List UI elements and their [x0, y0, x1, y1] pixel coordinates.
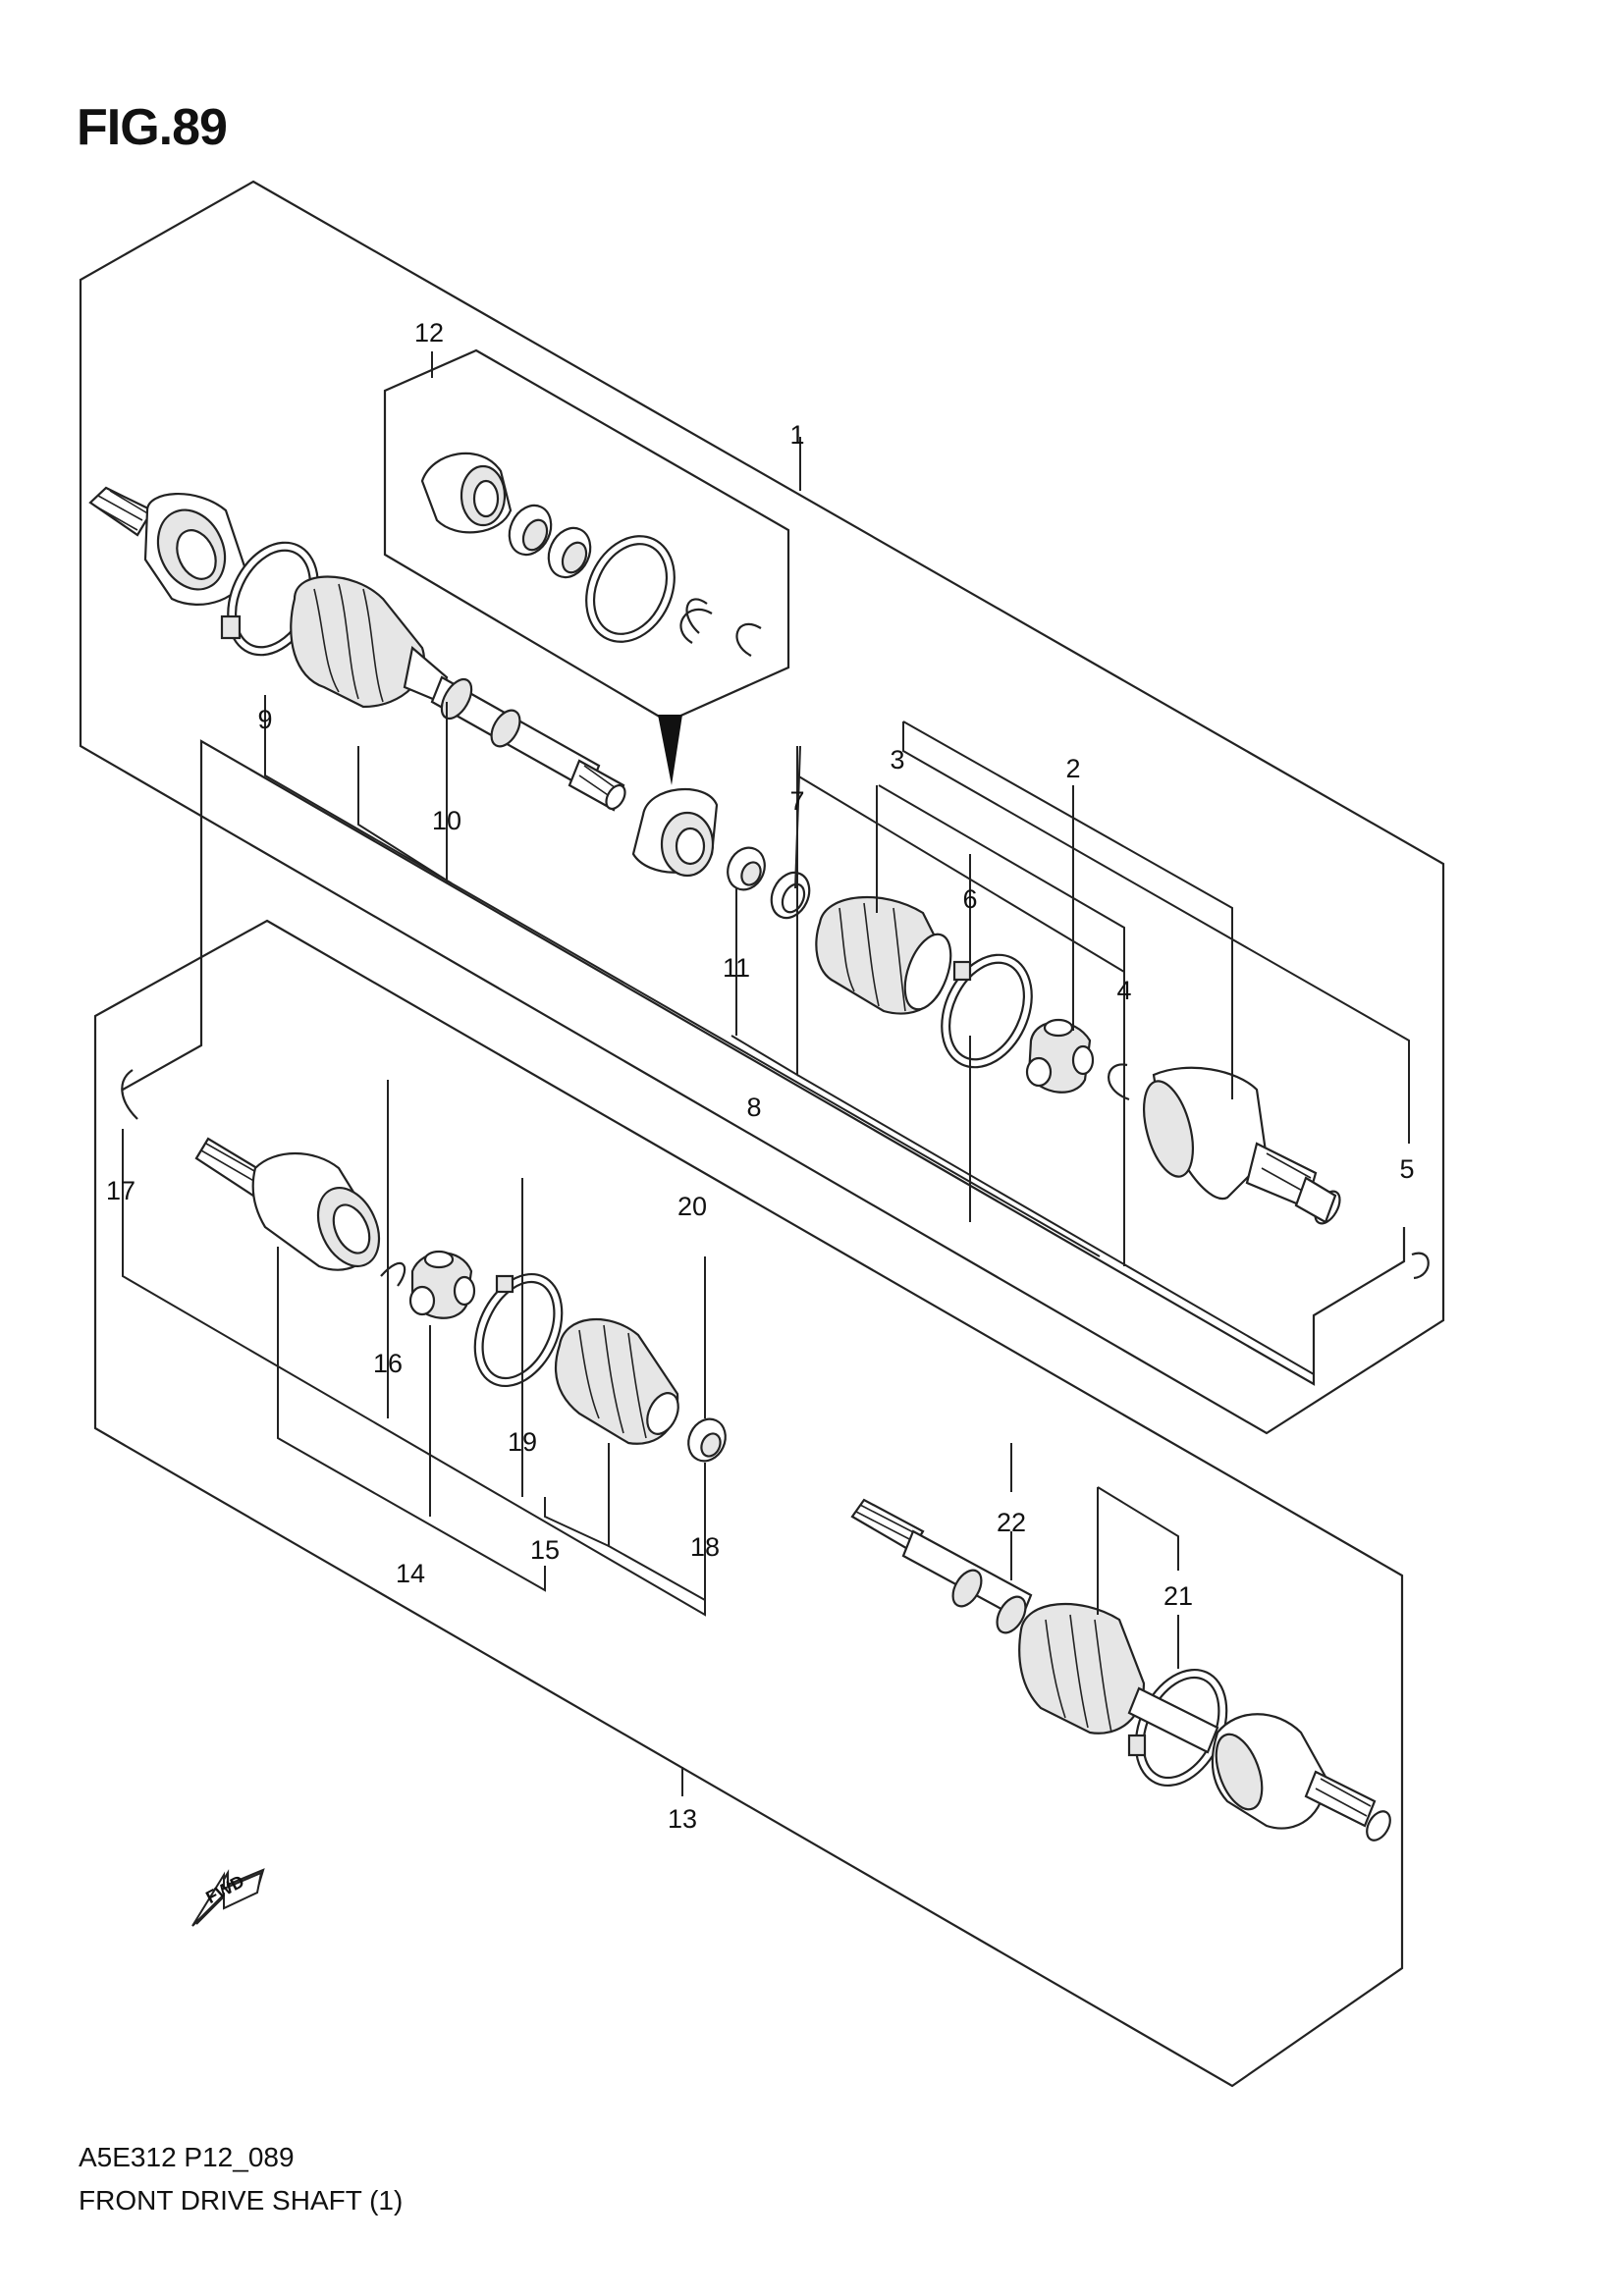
kit-pointer-arrow: [658, 715, 682, 785]
callout-15: 15: [530, 1535, 560, 1565]
boot-band-19: [473, 1272, 564, 1388]
inner-boot-upper: [815, 895, 952, 1015]
callout-2: 2: [1065, 754, 1080, 783]
outer-boot-lower: [1018, 1602, 1146, 1735]
tripod-joint-upper: [1025, 1018, 1095, 1094]
inner-boot-lower: [554, 1317, 679, 1445]
callout-6: 6: [962, 884, 977, 914]
callout-5: 5: [1399, 1154, 1414, 1184]
inner-cv-housing-upper: [1143, 1066, 1341, 1225]
outer-cv-housing-lower: [1211, 1713, 1391, 1842]
callout-17: 17: [106, 1176, 135, 1205]
cv-joint-kit-frame: [383, 348, 790, 723]
snap-ring-7: [770, 871, 811, 920]
callout-14: 14: [396, 1559, 425, 1588]
callout-13: 13: [668, 1804, 697, 1834]
outer-cv-housing-upper: [143, 492, 247, 606]
figure-title: FIG.89: [77, 99, 228, 156]
clamp-band-kit: [585, 535, 676, 643]
callout-21: 21: [1163, 1581, 1193, 1611]
callout-11: 11: [723, 953, 750, 983]
drive-shaft-lower: [850, 1498, 1033, 1634]
forward-direction-arrow: FWD: [191, 1868, 265, 1927]
callout-4: 4: [1116, 976, 1131, 1005]
snap-ring-kit-a: [508, 504, 553, 557]
lower-assembly-frame: [93, 919, 1404, 2088]
inner-joint-housing-upper: [631, 787, 719, 878]
callout-10: 10: [432, 806, 461, 835]
callout-12: 12: [414, 318, 444, 347]
outer-boot-upper: [290, 575, 449, 709]
circlip-kit-b: [735, 622, 762, 657]
circlip-16: [380, 1261, 406, 1287]
inner-race-bearing: [420, 452, 513, 534]
outer-joint-stub-upper: [88, 486, 154, 537]
upper-assembly-frame: [79, 180, 1445, 1435]
figure-code: A5E312 P12_089: [79, 2142, 295, 2172]
callout-9: 9: [257, 705, 272, 734]
callout-3: 3: [890, 745, 904, 774]
circlip-4: [1108, 1063, 1130, 1101]
callout-18: 18: [690, 1532, 720, 1562]
shaft-neck-lower: [1127, 1686, 1219, 1754]
tripod-joint-lower: [408, 1250, 476, 1319]
callout-8: 8: [746, 1093, 761, 1122]
inner-cv-housing-lower: [251, 1152, 381, 1271]
callout-20: 20: [677, 1192, 707, 1221]
callout-1: 1: [789, 420, 804, 450]
snap-ring-kit-b: [547, 526, 592, 579]
drive-shaft-upper: [430, 675, 626, 812]
leader-lines: [122, 351, 1410, 1796]
boot-band-6: [941, 953, 1033, 1069]
callout-16: 16: [373, 1349, 403, 1378]
circlip-5: [1411, 1252, 1430, 1280]
circlip-kit-a: [679, 598, 713, 644]
callout-19: 19: [508, 1427, 537, 1457]
circlip-17: [121, 1069, 138, 1120]
snap-ring-11: [727, 846, 766, 891]
upper-inner-frame: [122, 739, 1406, 1386]
callout-22: 22: [997, 1508, 1026, 1537]
figure-name: FRONT DRIVE SHAFT (1): [79, 2185, 404, 2216]
snap-ring-18: [687, 1417, 727, 1463]
callout-7: 7: [789, 786, 804, 816]
